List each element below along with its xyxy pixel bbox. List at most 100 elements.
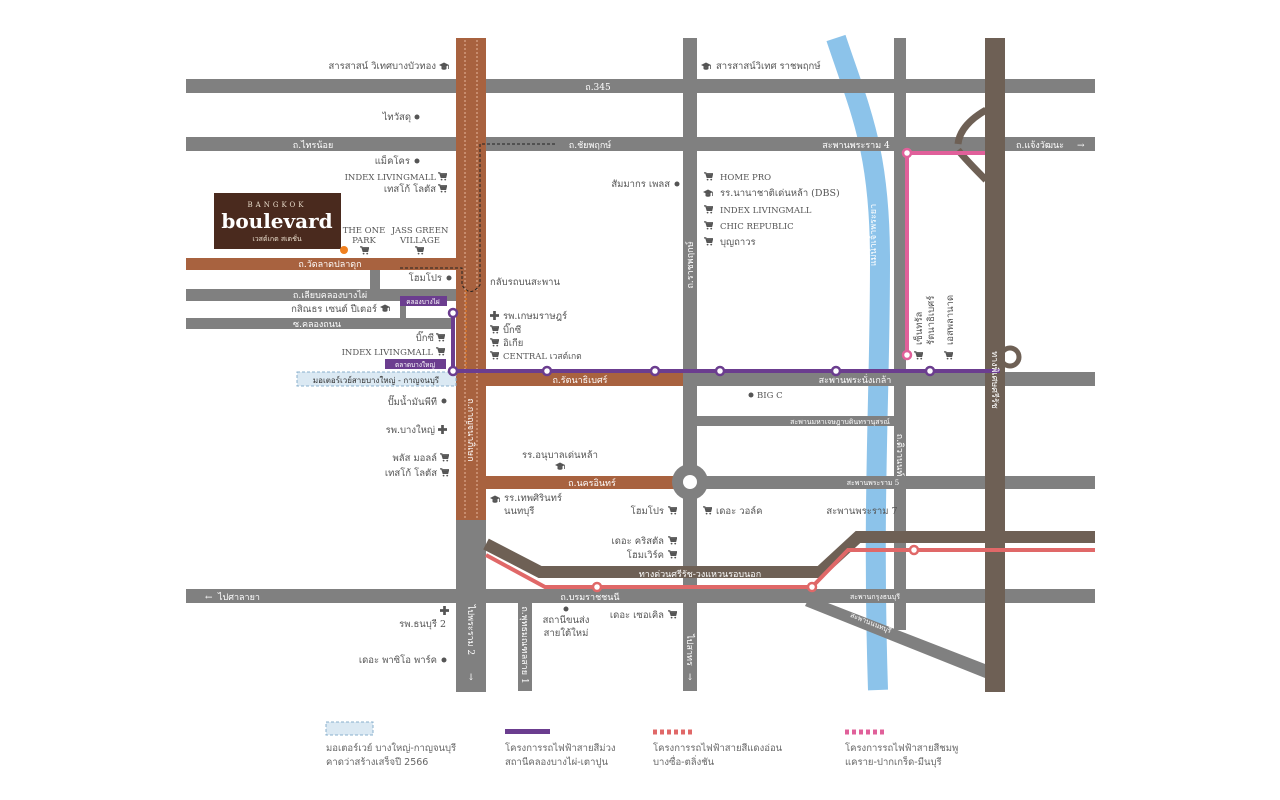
poi-hospital: รพ.บางใหญ่: [386, 424, 435, 436]
road-label: ไปศาลายา: [217, 592, 260, 603]
school-icon: [439, 62, 449, 70]
motorway-label: มอเตอร์เวย์สายบางใหญ่ - กาญจนบุรี: [313, 375, 440, 385]
arrow-left-icon: ←: [205, 593, 213, 603]
road-label: สะพานมหาเจษฎาบดินทรานุสรณ์: [790, 418, 890, 426]
road-label: ถ.เลียบคลองบางไผ่: [293, 290, 367, 301]
dot-icon: [446, 275, 452, 281]
poi-school: รร.เทพศิรินทร์: [504, 492, 562, 504]
motorway-line: [296, 371, 457, 387]
road-label: ถ.บรมราชชนนี: [560, 592, 619, 603]
cart-icon: [440, 468, 449, 477]
cart-icon: [436, 333, 445, 342]
legend-purple-line: โครงการรถไฟฟ้าสายสีม่วง สถานีคลองบางไผ่-…: [505, 729, 616, 768]
svg-text:boulevard: boulevard: [221, 209, 332, 233]
cart-icon: [438, 172, 447, 181]
poi-shop: อิเกีย: [503, 337, 524, 349]
road-label: ไปสาทร: [684, 633, 695, 666]
poi-shop: บุญถาวร: [720, 237, 756, 248]
sirat-expressway: [483, 531, 1095, 578]
red-line-stations: [591, 544, 920, 593]
poi-shop: โฮมโปร: [631, 505, 664, 517]
poi-shop: เทสโก้ โลตัส: [385, 467, 437, 479]
legend-pink-line: โครงการรถไฟฟ้าสายสีชมพู แคราย-ปากเกร็ด-ม…: [845, 729, 958, 768]
road-label: ถ.กาญจนาภิเษก: [465, 398, 476, 461]
road-label: ถ.345: [585, 83, 611, 93]
school-icon: [380, 304, 390, 312]
dot-icon: [441, 398, 447, 404]
road-label: ถ.ราชพฤกษ์: [684, 241, 696, 288]
poi-shop: เอสพลานาด: [945, 295, 956, 345]
hospital-icon: [438, 425, 447, 434]
arrow-right-icon: →: [1077, 141, 1085, 151]
poi: ปั๊มน้ำมันพีที: [388, 394, 437, 408]
cart-icon: [668, 610, 677, 619]
legend-motorway: มอเตอร์เวย์ บางใหญ่-กาญจนบุรี คาดว่าสร้า…: [325, 721, 456, 768]
purple-line-stations: [447, 307, 936, 377]
poi-shop: VILLAGE: [399, 236, 440, 246]
dot-icon: [414, 114, 420, 120]
svg-text:โครงการรถไฟฟ้าสายสีชมพู: โครงการรถไฟฟ้าสายสีชมพู: [845, 742, 958, 754]
dot-icon: [441, 657, 447, 663]
poi: เดอะ พาซิโอ พาร์ค: [359, 654, 437, 666]
poi: ไทวัสดุ: [382, 111, 411, 123]
road-label: ถ.นครอินทร์: [568, 477, 616, 489]
poi-shop: พลัส มอลล์: [392, 452, 437, 464]
arrow-down-icon: ↓: [686, 673, 694, 683]
poi: แม็คโคร: [375, 154, 410, 167]
poi-shop: CHIC REPUBLIC: [720, 222, 794, 232]
poi-school: กสิณธร เซนต์ ปีเตอร์: [291, 303, 377, 315]
poi-shop: รัตนาธิเบศร์: [925, 296, 937, 345]
poi-shop: บิ๊กซี: [416, 330, 435, 344]
svg-text:เวสต์เกต สเตชั่น: เวสต์เกต สเตชั่น: [252, 234, 302, 243]
cart-icon: [914, 351, 923, 360]
svg-text:สถานีคลองบางไผ่-เตาปูน: สถานีคลองบางไผ่-เตาปูน: [505, 756, 608, 768]
poi-shop: เดอะ วอล์ค: [716, 505, 762, 517]
project-location-marker: [340, 246, 348, 254]
svg-text:โครงการรถไฟฟ้าสายสีแดงอ่อน: โครงการรถไฟฟ้าสายสีแดงอ่อน: [653, 742, 783, 754]
cart-icon: [490, 325, 499, 334]
svg-text:โครงการรถไฟฟ้าสายสีม่วง: โครงการรถไฟฟ้าสายสีม่วง: [505, 742, 616, 754]
road-label: สะพานพระราม 4: [822, 141, 890, 151]
school-icon: [703, 189, 713, 197]
road-label: ถ.แจ้งวัฒนะ: [1016, 140, 1064, 151]
cart-icon: [668, 536, 677, 545]
poi-shop: THE ONE: [343, 226, 386, 236]
poi-shop: เซ็นทรัล: [912, 311, 925, 345]
poi: BIG C: [757, 391, 783, 401]
road-label: สะพานกรุงธนบุรี: [850, 593, 900, 601]
poi: โฮมโปร: [409, 272, 442, 284]
cart-icon: [360, 246, 369, 255]
hospital-icon: [490, 311, 499, 320]
cart-icon: [415, 246, 424, 255]
arrow-down-icon: ↓: [467, 673, 475, 683]
bangkok-boulevard-logo: BANGKOK boulevard เวสต์เกต สเตชั่น: [214, 193, 341, 249]
poi-school: สารสาสน์ วิเทศบางบัวทอง: [328, 60, 436, 72]
legend: มอเตอร์เวย์ บางใหญ่-กาญจนบุรี คาดว่าสร้า…: [325, 721, 958, 768]
poi-school: รร.นานาชาติเด่นหล้า (DBS): [720, 188, 840, 199]
poi-school: สารสาสน์วิเทศ ราชพฤกษ์: [716, 60, 821, 72]
road-label: ถ.ติวานนท์: [894, 434, 906, 477]
road-label: ถ.วัดลาดปลาดุก: [298, 260, 361, 270]
cart-icon: [704, 172, 713, 181]
poi-shop: เทสโก้ โลตัส: [384, 183, 436, 195]
legend-red-line: โครงการรถไฟฟ้าสายสีแดงอ่อน บางซื่อ-ตลิ่ง…: [653, 729, 783, 768]
station-taladbangyai: ตลาดบางใหญ่: [395, 361, 435, 369]
poi-shop: CENTRAL เวสต์เกต: [503, 351, 582, 362]
uturn-label: กลับรถบนสะพาน: [490, 277, 560, 288]
route-dashed: [400, 143, 555, 292]
cart-icon: [704, 237, 713, 246]
cart-icon: [668, 506, 677, 515]
station-khlongbangphai: คลองบางไผ่: [406, 298, 440, 306]
road-label: ทางด่วนศรีรัช-วงแหวนรอบนอก: [639, 569, 761, 580]
poi-shop: INDEX LIVINGMALL: [720, 206, 812, 216]
main-roads: [186, 38, 683, 520]
poi-bus-terminal: สายใต้ใหม่: [544, 627, 589, 639]
poi: สัมมากร เพลส: [611, 179, 670, 190]
cart-icon: [704, 205, 713, 214]
cart-icon: [490, 351, 499, 360]
poi-shop: INDEX LIVINGMALL: [345, 173, 437, 183]
road-label: ไปพระราม 2: [465, 604, 476, 655]
school-icon: [555, 462, 565, 470]
poi-school: รร.อนุบาลเด่นหล้า: [522, 450, 598, 461]
